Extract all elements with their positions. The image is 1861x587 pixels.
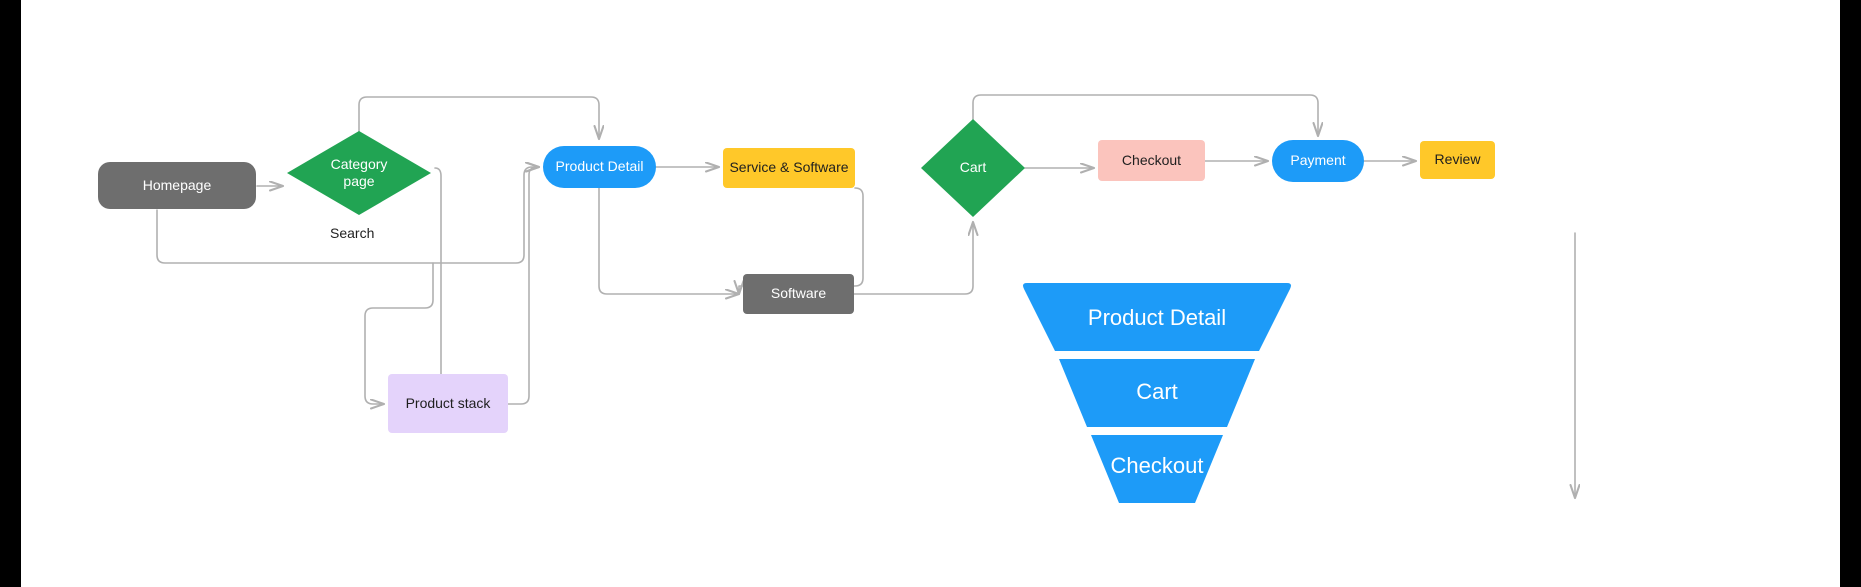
cart-diamond-shape [921,119,1025,217]
flowchart-canvas: Homepage Category page Product Detail Se… [21,0,1840,587]
node-service-software-label: Service & Software [729,159,849,176]
node-category-page-label-line1: Category [330,155,388,172]
node-product-detail-label: Product Detail [555,158,644,175]
node-service-software[interactable]: Service & Software [723,148,855,188]
node-review[interactable]: Review [1420,141,1495,179]
funnel-segment-3-shape [1091,435,1223,503]
edge-product-stack-to-product-detail [507,167,539,405]
funnel-segment-2-shape [1059,359,1255,427]
edge-label-search: Search [330,225,374,241]
funnel-shapes [1023,283,1291,503]
edge-label-search-text: Search [330,225,375,241]
node-cart[interactable]: Cart [921,119,1025,217]
node-software[interactable]: Software [743,274,854,314]
node-cart-label: Cart [959,159,987,176]
node-payment-label: Payment [1290,152,1346,169]
conversion-funnel: Product Detail Cart Checkout [1021,283,1293,503]
node-category-page[interactable]: Category page [287,131,431,215]
edge-category-to-product-detail [358,96,599,139]
node-checkout-label: Checkout [1121,151,1182,168]
edge-product-detail-to-software [598,187,739,294]
node-product-stack[interactable]: Product stack [388,374,508,433]
node-homepage[interactable]: Homepage [98,162,256,209]
flowchart-edges [156,94,1840,587]
node-product-detail[interactable]: Product Detail [543,146,656,188]
category-page-diamond-shape [287,131,431,215]
node-homepage-label: Homepage [142,176,212,193]
funnel-segment-1-shape [1023,283,1291,351]
node-product-stack-label: Product stack [405,394,491,411]
node-category-page-label-line2: page [343,173,375,189]
edge-cart-to-payment [972,94,1318,136]
node-category-page-label: Category page [287,131,431,215]
node-software-label: Software [770,285,827,302]
edge-category-to-product-stack [434,167,441,400]
edge-software-to-cart [853,222,973,295]
node-payment[interactable]: Payment [1272,140,1364,182]
node-review-label: Review [1434,151,1481,168]
node-checkout[interactable]: Checkout [1098,140,1205,181]
node-cart-label-wrap: Cart [921,119,1025,217]
edge-service-software-to-software [739,187,864,294]
edge-loop-to-product-stack [364,262,434,404]
